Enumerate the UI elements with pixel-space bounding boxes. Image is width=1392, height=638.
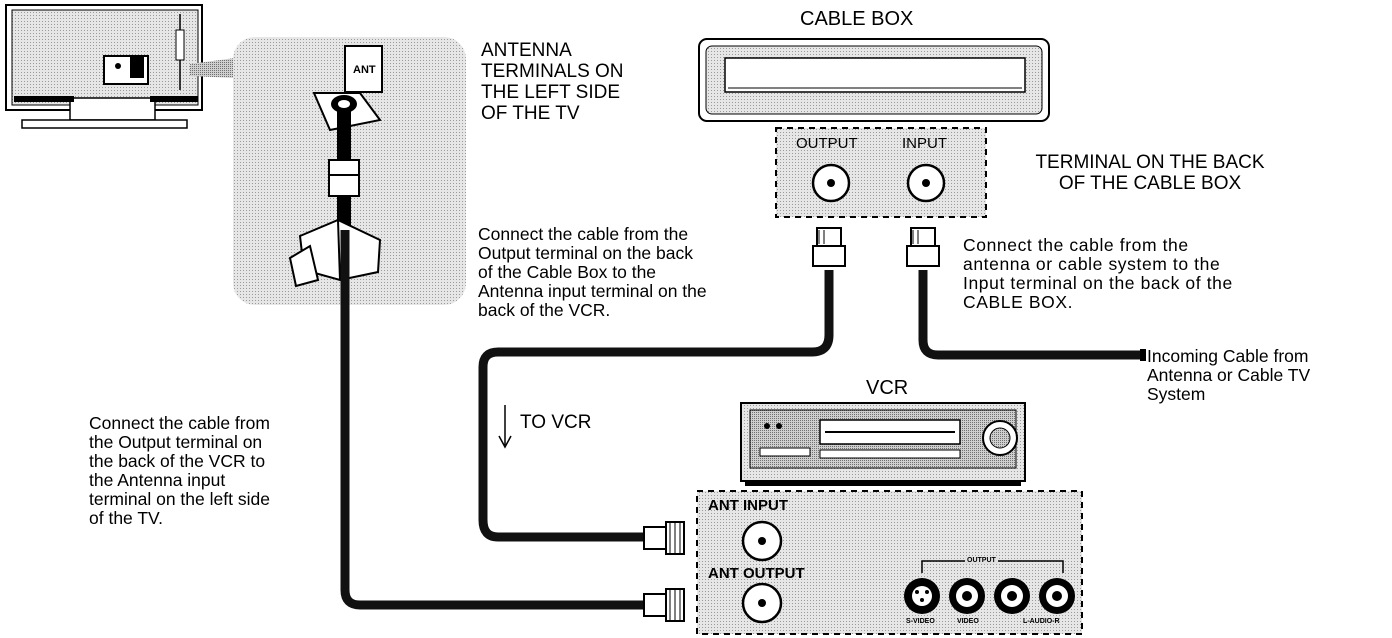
ant-output-label: ANT OUTPUT (708, 565, 805, 582)
connector-output-plug (812, 227, 846, 267)
cable-incoming-to-cablebox (918, 270, 1142, 360)
connect-cablebox-to-vcr-text: Connect the cable from the Output termin… (478, 224, 707, 320)
vcr-title: VCR (866, 377, 909, 399)
vcr-output-label: OUTPUT (965, 557, 998, 564)
antenna-closeup-panel (233, 37, 466, 305)
connector-ant-output-plug (643, 588, 685, 622)
connector-input-plug (906, 227, 940, 267)
ant-tag-label: ANT (353, 64, 376, 76)
incoming-cable-end (1140, 349, 1146, 361)
cable-box-terminal-panel (775, 127, 987, 218)
s-video-label: S-VIDEO (906, 618, 935, 625)
ant-input-label: ANT INPUT (708, 497, 788, 514)
terminal-back-cable-box-label: TERMINAL ON THE BACK OF THE CABLE BOX (1035, 152, 1265, 194)
connect-vcr-to-tv-text: Connect the cable from the Output termin… (89, 413, 270, 528)
cable-box (698, 38, 1050, 122)
cable-cablebox-to-vcr (478, 270, 834, 542)
connect-antenna-to-cablebox-text: Connect the cable from the antenna or ca… (963, 235, 1233, 312)
l-audio-r-label: L-AUDIO-R (1023, 618, 1060, 625)
connector-ant-input-plug (643, 521, 685, 555)
to-vcr-label: TO VCR (520, 412, 592, 433)
cable-box-title: CABLE BOX (800, 8, 914, 30)
incoming-cable-label: Incoming Cable from Antenna or Cable TV … (1147, 346, 1311, 404)
antenna-terminals-label: ANTENNA TERMINALS ON THE LEFT SIDE OF TH… (481, 40, 624, 124)
video-label: VIDEO (957, 618, 979, 625)
cable-vcr-output-to-tv (340, 230, 650, 610)
vcr-unit (740, 402, 1026, 486)
cable-box-input-label: INPUT (902, 135, 947, 152)
cable-box-output-label: OUTPUT (796, 135, 858, 152)
callout-band (190, 58, 235, 78)
to-vcr-arrow (498, 405, 512, 449)
vcr-back-panel (696, 490, 1083, 635)
tv-thumbnail (5, 4, 203, 129)
